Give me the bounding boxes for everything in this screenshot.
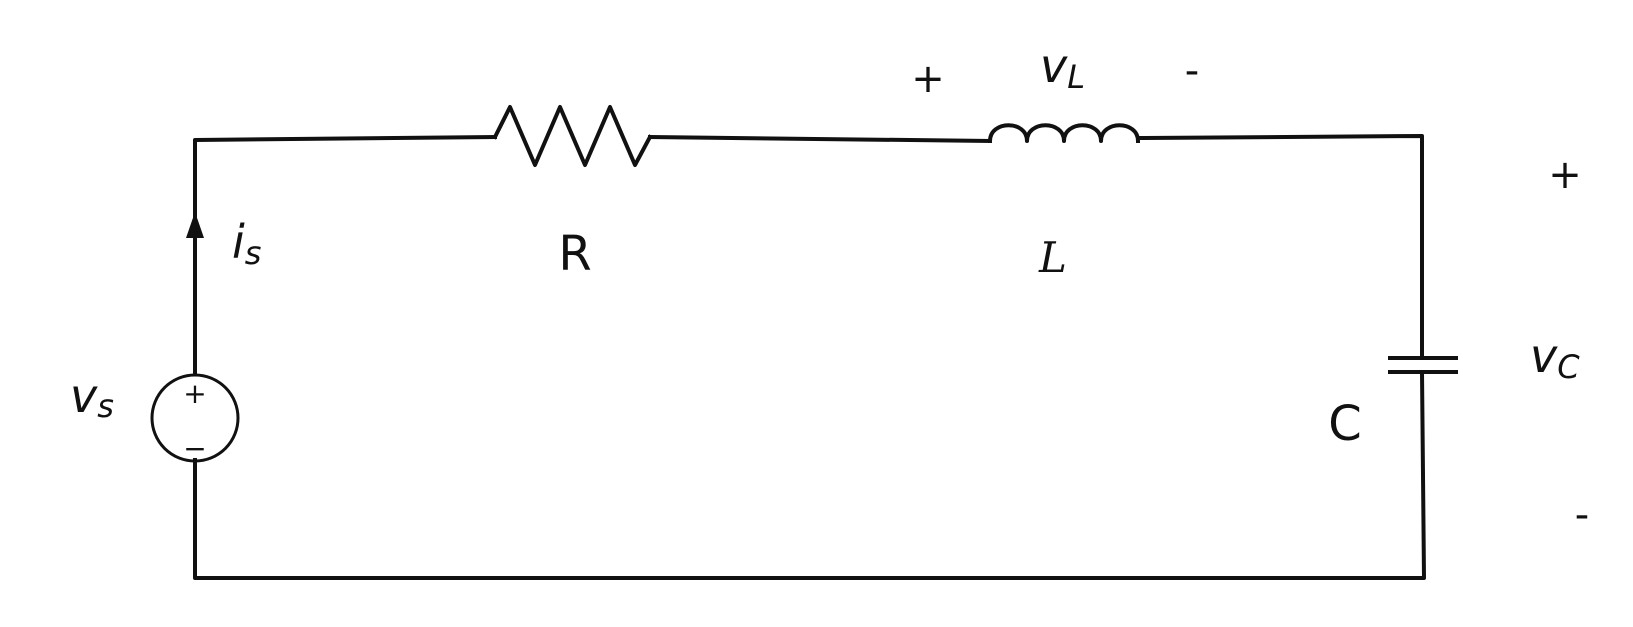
current-arrow-icon	[186, 212, 204, 238]
capacitor-voltage-sub: C	[1557, 348, 1580, 386]
inductor-label: L	[1038, 233, 1067, 282]
wire-top-middle	[647, 134, 993, 144]
capacitor-voltage-label: vC	[1530, 329, 1580, 386]
capacitor-plus-sign: +	[1548, 152, 1582, 198]
wire-bottom	[193, 369, 1426, 580]
capacitor-label: C	[1328, 396, 1362, 452]
source-label-name: v	[70, 369, 98, 423]
capacitor-minus-sign: -	[1575, 492, 1589, 538]
inductor-voltage-label: vL	[1040, 39, 1085, 96]
source-label-sub: s	[97, 387, 114, 425]
voltage-source-circle	[150, 373, 240, 463]
inductor-plus-sign: +	[911, 56, 945, 102]
capacitor-voltage-name: v	[1530, 329, 1558, 383]
current-label-name: i	[232, 215, 245, 269]
current-label-sub: s	[245, 234, 262, 272]
wire-left-upper	[193, 134, 498, 376]
current-label: is	[232, 215, 261, 272]
resistor-zigzag	[492, 105, 653, 167]
inductor-minus-sign: -	[1185, 48, 1199, 94]
source-minus-sign: −	[183, 432, 206, 465]
inductor-coil	[987, 123, 1141, 144]
inductor-voltage-sub: L	[1067, 58, 1085, 96]
source-label: vs	[70, 369, 114, 425]
resistor-label: R	[558, 226, 591, 282]
inductor-voltage-name: v	[1040, 39, 1068, 93]
source-plus-sign: +	[183, 377, 206, 410]
wire-top-right	[1135, 134, 1424, 360]
